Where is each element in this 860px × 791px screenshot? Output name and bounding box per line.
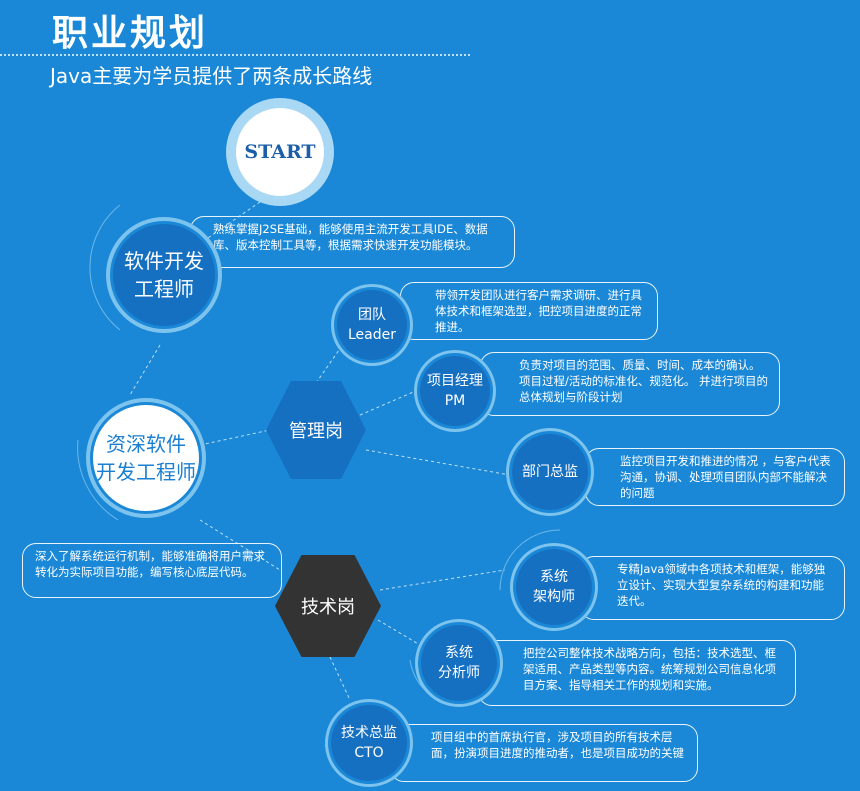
analyst-node: 系统分析师	[421, 625, 497, 701]
senior-engineer-line1: 资深软件	[106, 432, 186, 456]
cto-line2: CTO	[354, 745, 384, 761]
dept-director-desc: 监控项目开发和推进的情况 ，与客户代表沟通，协调、处理项目团队内部不能解决的问题	[585, 448, 845, 506]
title-divider	[0, 54, 470, 56]
page-title: 职业规划	[52, 12, 209, 54]
start-label: START	[244, 141, 316, 163]
architect-line2: 架构师	[533, 589, 575, 605]
senior-engineer-desc: 深入了解系统运行机制，能够准确将用户需求转化为实际项目功能，编写核心底层代码。	[22, 543, 282, 598]
team-leader-desc: 带领开发团队进行客户需求调研、进行具体技术和框架选型，把控项目进度的正常推进。	[400, 282, 658, 340]
architect-desc: 专精Java领域中各项技术和框架，能够独立设计、实现大型复杂系统的构建和功能迭代…	[580, 556, 845, 620]
software-engineer-line1: 软件开发	[124, 249, 204, 273]
dept-director-line1: 部门总监	[522, 464, 578, 480]
page-subtitle: Java主要为学员提供了两条成长路线	[50, 64, 373, 88]
cto-line1: 技术总监	[341, 725, 397, 741]
software-engineer-node: 软件开发工程师	[113, 224, 215, 326]
software-engineer-desc: 熟练掌握J2SE基础，能够使用主流开发工具IDE、数据库、版本控制工具等，根据需…	[190, 216, 515, 268]
cto-node: 技术总监 CTO	[331, 705, 407, 781]
dept-director-node: 部门总监	[512, 434, 588, 510]
management-label: 管理岗	[289, 421, 343, 442]
team-leader-node: 团队 Leader	[337, 290, 407, 360]
architect-node: 系统架构师	[516, 549, 592, 625]
project-manager-line1: 项目经理	[427, 373, 483, 389]
architect-line1: 系统	[540, 569, 568, 585]
senior-engineer-line2: 开发工程师	[96, 460, 196, 484]
senior-engineer-node: 资深软件开发工程师	[93, 405, 199, 511]
cto-desc: 项目组中的首席执行官，涉及项目的所有技术层面，扮演项目进度的推动者，也是项目成功…	[390, 724, 698, 782]
project-manager-desc: 负责对项目的范围、质量、时间、成本的确认。项目过程/活动的标准化、规范化。 并进…	[480, 352, 780, 416]
analyst-line1: 系统	[445, 645, 473, 661]
project-manager-line2: PM	[444, 393, 466, 409]
start-node: START	[236, 108, 324, 196]
project-manager-node: 项目经理 PM	[420, 356, 490, 426]
team-leader-line2: Leader	[347, 327, 396, 343]
technical-label: 技术岗	[301, 597, 355, 618]
analyst-desc: 把控公司整体技术战略方向，包括：技术选型、框架适用、产品类型等内容。统筹规划公司…	[478, 640, 796, 706]
software-engineer-line2: 工程师	[134, 277, 194, 301]
team-leader-line1: 团队	[357, 307, 386, 323]
analyst-line2: 分析师	[438, 665, 480, 681]
